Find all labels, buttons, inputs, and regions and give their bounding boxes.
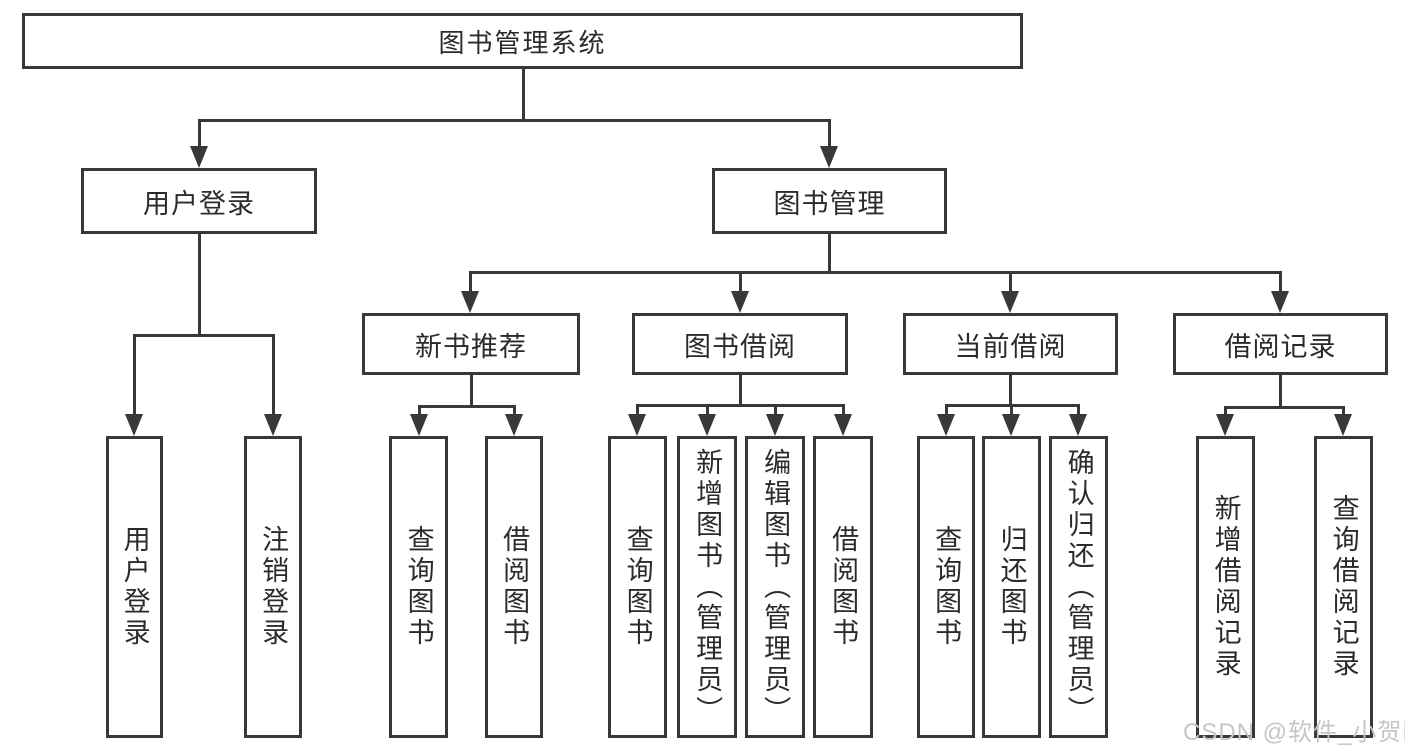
connector-line xyxy=(271,335,275,418)
arrowhead-icon xyxy=(1069,414,1087,436)
arrowhead-icon xyxy=(125,414,143,436)
arrowhead-icon xyxy=(1216,414,1234,436)
leaf-query-book-recommend-label: 查询图书 xyxy=(403,525,434,649)
arrowhead-icon xyxy=(1002,414,1020,436)
connector-line xyxy=(512,406,516,418)
connector-line xyxy=(1008,375,1012,405)
connector-line xyxy=(944,405,948,418)
node-book-borrow-label: 图书借阅 xyxy=(684,331,796,362)
connector-line xyxy=(197,118,831,122)
leaf-user-login: 用户登录 xyxy=(106,436,163,738)
arrowhead-icon xyxy=(834,414,852,436)
arrowhead-icon xyxy=(628,414,646,436)
watermark: CSDN @软件_小贺同学 xyxy=(1183,719,1405,746)
arrowhead-icon xyxy=(820,146,838,168)
connector-line xyxy=(468,270,1282,274)
arrowhead-icon xyxy=(505,414,523,436)
connector-line xyxy=(132,335,136,418)
connector-line xyxy=(469,375,473,406)
node-borrow-records: 借阅记录 xyxy=(1173,313,1388,375)
leaf-query-book-current: 查询图书 xyxy=(917,436,975,738)
arrowhead-icon xyxy=(937,414,955,436)
leaf-borrow-book-label: 借阅图书 xyxy=(828,525,859,649)
leaf-query-book-current-label: 查询图书 xyxy=(931,525,962,649)
node-book-management: 图书管理 xyxy=(712,168,947,234)
arrowhead-icon xyxy=(731,291,749,313)
arrowhead-icon xyxy=(766,414,784,436)
connector-line xyxy=(1278,272,1282,295)
connector-line xyxy=(468,272,472,295)
connector-line xyxy=(827,234,831,272)
leaf-edit-book-admin: 编辑图书（管理员） xyxy=(745,436,805,738)
arrowhead-icon xyxy=(1334,414,1352,436)
leaf-return-book-label: 归还图书 xyxy=(996,525,1027,649)
connector-line xyxy=(635,405,639,418)
leaf-query-borrow-record: 查询借阅记录 xyxy=(1314,436,1373,738)
connector-line xyxy=(1223,405,1345,409)
connector-line xyxy=(132,333,275,337)
leaf-edit-book-admin-label: 编辑图书（管理员） xyxy=(760,447,791,727)
node-current-borrow: 当前借阅 xyxy=(903,313,1118,375)
connector-line xyxy=(1278,375,1282,407)
node-root-label: 图书管理系统 xyxy=(438,27,607,58)
leaf-borrow-book: 借阅图书 xyxy=(813,436,873,738)
connector-line xyxy=(1008,272,1012,295)
node-new-book-recommend: 新书推荐 xyxy=(362,313,580,375)
connector-line xyxy=(1009,405,1013,418)
node-book-management-label: 图书管理 xyxy=(773,188,886,219)
node-root: 图书管理系统 xyxy=(22,13,1023,69)
node-borrow-records-label: 借阅记录 xyxy=(1224,331,1337,362)
arrowhead-icon xyxy=(698,414,716,436)
connector-line xyxy=(1223,407,1227,418)
node-new-book-recommend-label: 新书推荐 xyxy=(415,331,527,362)
connector-line xyxy=(827,120,831,150)
arrowhead-icon xyxy=(1001,291,1019,313)
connector-line xyxy=(841,405,845,418)
leaf-add-book-admin: 新增图书（管理员） xyxy=(677,436,737,738)
leaf-return-book: 归还图书 xyxy=(982,436,1041,738)
connector-line xyxy=(417,406,421,418)
connector-line xyxy=(738,375,742,405)
leaf-add-borrow-record: 新增借阅记录 xyxy=(1196,436,1255,738)
node-book-borrow: 图书借阅 xyxy=(632,313,848,375)
arrowhead-icon xyxy=(1271,291,1289,313)
node-user-login-label: 用户登录 xyxy=(143,188,255,219)
leaf-user-login-label: 用户登录 xyxy=(119,525,150,649)
connector-line xyxy=(635,403,845,407)
connector-line xyxy=(773,405,777,418)
connector-line xyxy=(521,69,525,120)
leaf-logout: 注销登录 xyxy=(244,436,302,738)
leaf-confirm-return-admin: 确认归还（管理员） xyxy=(1049,436,1108,738)
connector-line xyxy=(738,272,742,295)
arrowhead-icon xyxy=(461,291,479,313)
connector-line xyxy=(197,120,201,150)
leaf-query-book-borrow: 查询图书 xyxy=(608,436,667,738)
node-current-borrow-label: 当前借阅 xyxy=(954,331,1067,362)
leaf-confirm-return-admin-label: 确认归还（管理员） xyxy=(1063,447,1094,727)
leaf-query-book-borrow-label: 查询图书 xyxy=(622,525,653,649)
connector-line xyxy=(197,234,201,335)
leaf-borrow-book-recommend-label: 借阅图书 xyxy=(499,525,530,649)
arrowhead-icon xyxy=(264,414,282,436)
connector-line xyxy=(705,405,709,418)
leaf-query-book-recommend: 查询图书 xyxy=(389,436,448,738)
leaf-logout-label: 注销登录 xyxy=(258,525,289,649)
arrowhead-icon xyxy=(190,146,208,168)
connector-line xyxy=(1076,405,1080,418)
leaf-query-borrow-record-label: 查询借阅记录 xyxy=(1328,494,1359,680)
connector-line xyxy=(417,404,516,408)
arrowhead-icon xyxy=(410,414,428,436)
leaf-add-borrow-record-label: 新增借阅记录 xyxy=(1210,494,1241,680)
node-user-login: 用户登录 xyxy=(81,168,317,234)
leaf-add-book-admin-label: 新增图书（管理员） xyxy=(692,447,723,727)
leaf-borrow-book-recommend: 借阅图书 xyxy=(485,436,543,738)
connector-line xyxy=(1341,407,1345,418)
